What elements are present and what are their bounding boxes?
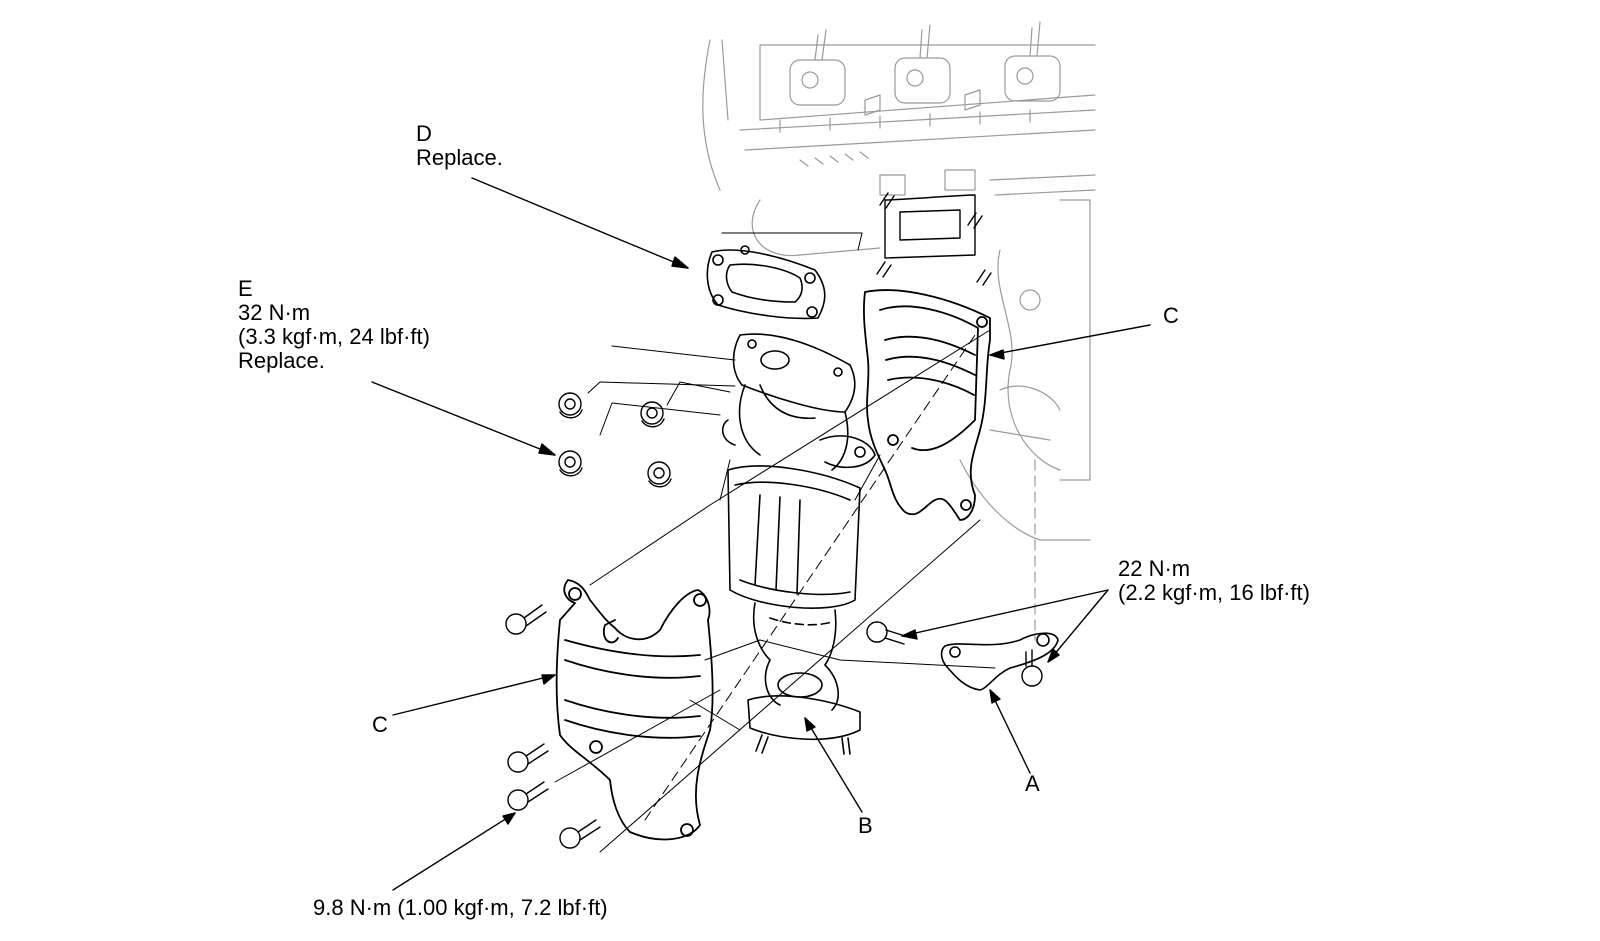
callout-torque-98: 9.8 N·m (1.00 kgf·m, 7.2 lbf·ft) <box>313 896 608 920</box>
callout-torque-98-text: 9.8 N·m (1.00 kgf·m, 7.2 lbf·ft) <box>313 895 608 920</box>
leader-lines <box>371 177 1151 891</box>
ignition-coil <box>789 29 846 106</box>
gasket-d <box>706 245 826 320</box>
ignition-coil <box>894 24 951 104</box>
flange-nuts <box>558 392 672 488</box>
bolt <box>507 743 549 773</box>
assembly-lines <box>554 232 996 853</box>
bolt <box>559 819 601 849</box>
shield-bolts <box>505 604 1043 849</box>
callout-c-upper: C <box>1163 304 1179 328</box>
stay-bracket <box>940 632 1059 691</box>
bolt <box>507 781 549 811</box>
flange-nut <box>647 461 672 488</box>
callout-b-letter: B <box>858 813 873 838</box>
callout-torque-22-alt: (2.2 kgf·m, 16 lbf·ft) <box>1118 580 1310 605</box>
callout-e-torque: 32 N·m <box>238 300 311 325</box>
heat-shield-upper <box>863 289 991 521</box>
callout-d-letter: D <box>416 121 432 146</box>
callout-e-letter: E <box>238 276 253 301</box>
flange-nut <box>640 401 665 428</box>
callout-c-lower-letter: C <box>372 712 388 737</box>
callout-d-note: Replace. <box>416 145 503 170</box>
flange-nut <box>558 392 583 419</box>
bolt <box>1021 649 1043 687</box>
ignition-coil <box>1004 21 1061 102</box>
manifold-studs <box>876 192 992 286</box>
callout-e-note: Replace. <box>238 348 325 373</box>
callout-torque-22-value: 22 N·m <box>1118 556 1191 581</box>
heat-shield-lower <box>555 579 714 841</box>
engine-block <box>702 21 1096 641</box>
callout-b: B <box>858 814 873 838</box>
callout-d: D Replace. <box>416 122 503 170</box>
callout-e: E 32 N·m (3.3 kgf·m, 24 lbf·ft) Replace. <box>238 277 430 373</box>
callout-c-lower: C <box>372 713 388 737</box>
bolt <box>505 604 547 635</box>
callout-torque-22: 22 N·m (2.2 kgf·m, 16 lbf·ft) <box>1118 557 1310 605</box>
flange-nut <box>558 450 583 477</box>
callout-a-letter: A <box>1025 771 1040 796</box>
catalytic-converter <box>721 333 876 755</box>
callout-c-upper-letter: C <box>1163 303 1179 328</box>
callout-e-alt: (3.3 kgf·m, 24 lbf·ft) <box>238 324 430 349</box>
bolt <box>866 621 906 645</box>
callout-a: A <box>1025 772 1040 796</box>
